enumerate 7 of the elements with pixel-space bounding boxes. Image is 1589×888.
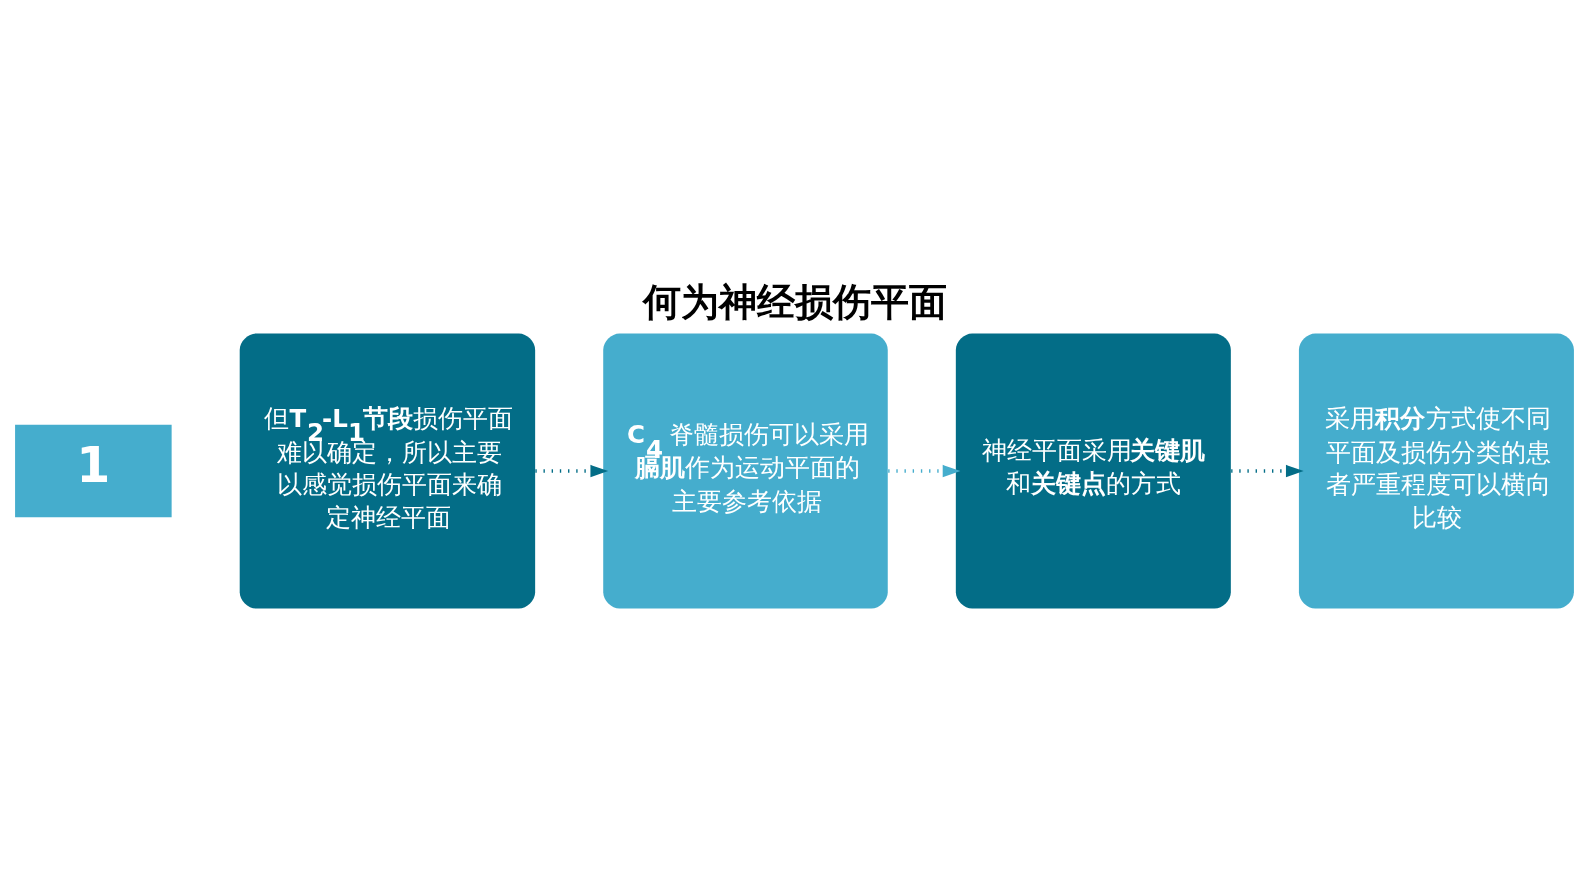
- node-box: 神经平面采用关键肌和关键点的方式: [955, 333, 1231, 609]
- arrow: [535, 464, 609, 477]
- label: 1: [76, 436, 111, 494]
- arrow: [888, 464, 961, 477]
- node-box: 采用积分方式使不同平面及损伤分类的患者严重程度可以横向比较: [1298, 333, 1574, 609]
- diagram-title: 何为神经损伤平面: [642, 279, 947, 324]
- arrow: [1231, 464, 1304, 477]
